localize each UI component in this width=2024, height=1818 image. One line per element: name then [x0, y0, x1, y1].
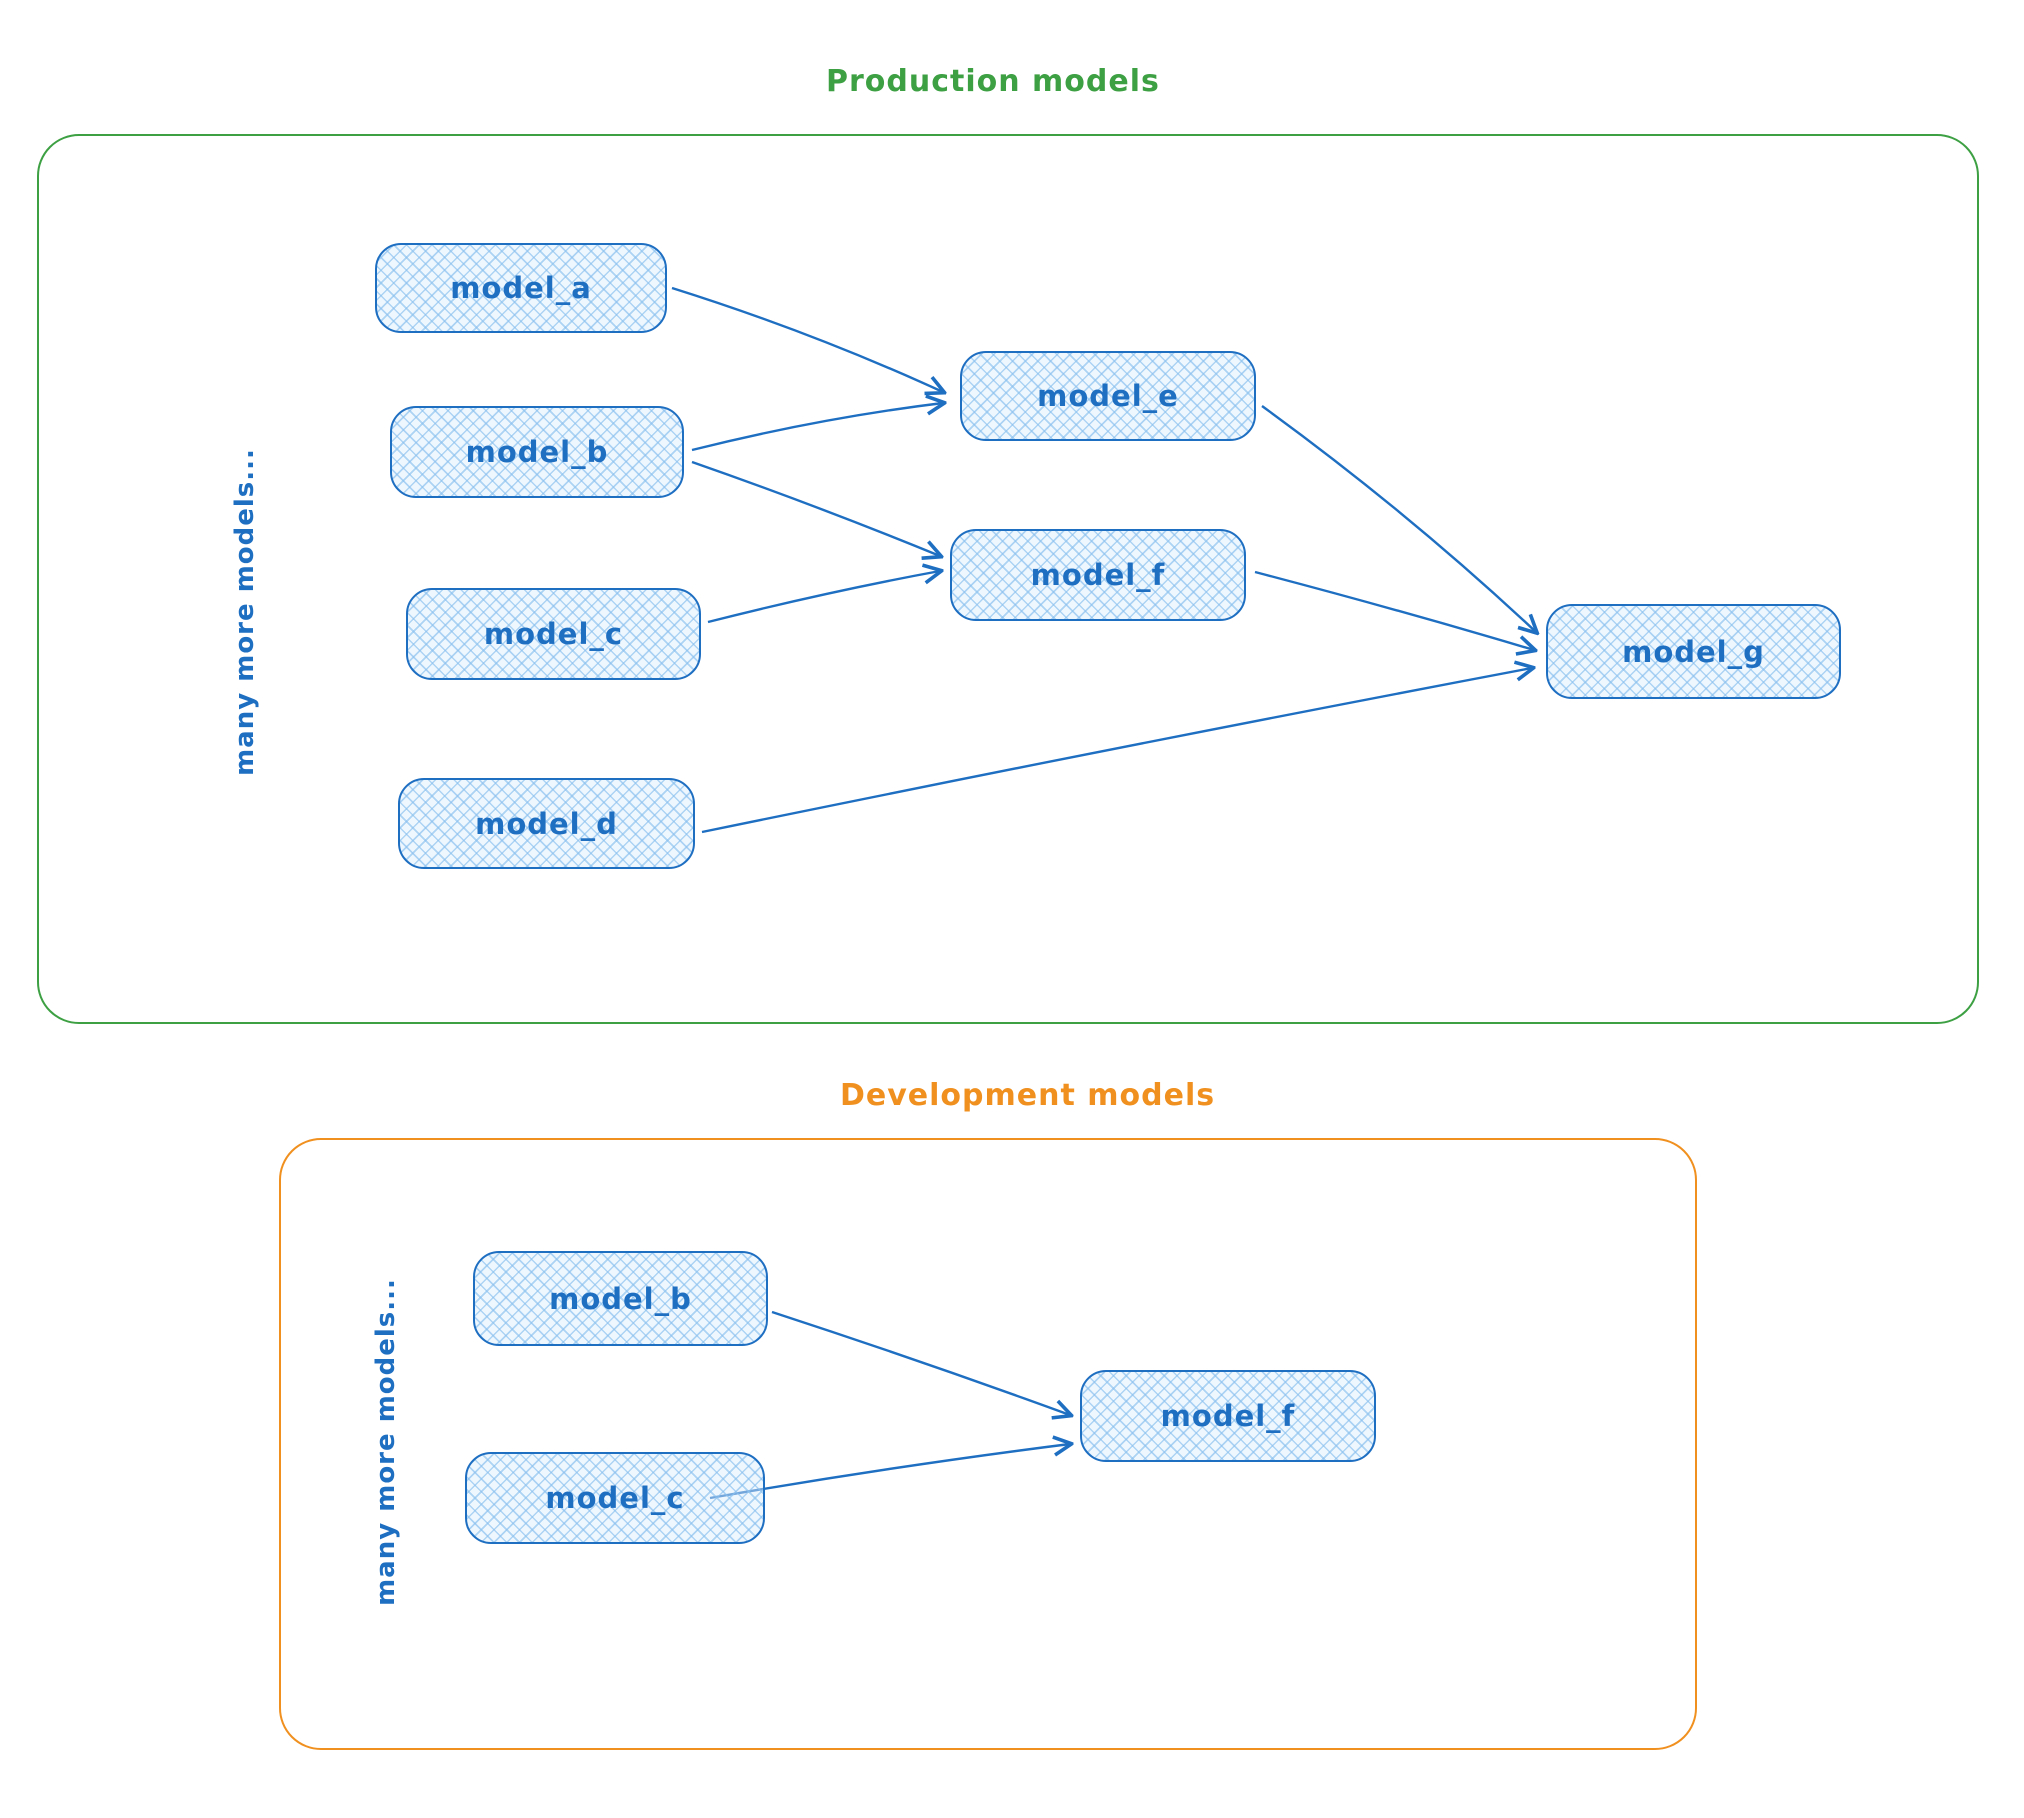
node-model_g-label: model_g	[1622, 634, 1765, 669]
development-container	[279, 1138, 1697, 1750]
node-model_g: model_g	[1546, 604, 1841, 699]
node-model_d: model_d	[398, 778, 695, 869]
node-model_d-label: model_d	[475, 806, 618, 841]
node-model_e: model_e	[960, 351, 1256, 441]
node-dev-model_c-label: model_c	[545, 1481, 685, 1515]
node-dev-model_b-label: model_b	[549, 1281, 692, 1316]
production-group-title: Production models	[826, 64, 1160, 99]
production-side-note: many more models...	[230, 448, 260, 776]
node-dev-model_f: model_f	[1080, 1370, 1376, 1462]
development-side-note: many more models...	[371, 1278, 401, 1606]
node-dev-model_f-label: model_f	[1160, 1399, 1296, 1433]
node-model_b-label: model_b	[465, 435, 609, 469]
development-group-title: Development models	[840, 1078, 1216, 1113]
node-model_c: model_c	[406, 588, 701, 680]
node-model_a: model_a	[375, 243, 667, 333]
node-model_f: model_f	[950, 529, 1246, 621]
node-dev-model_c: model_c	[465, 1452, 765, 1544]
node-dev-model_b: model_b	[473, 1251, 768, 1346]
node-model_a-label: model_a	[450, 271, 592, 305]
node-model_e-label: model_e	[1037, 379, 1179, 413]
production-container	[37, 134, 1979, 1024]
node-model_b: model_b	[390, 406, 684, 498]
node-model_f-label: model_f	[1030, 558, 1166, 592]
node-model_c-label: model_c	[483, 617, 624, 651]
